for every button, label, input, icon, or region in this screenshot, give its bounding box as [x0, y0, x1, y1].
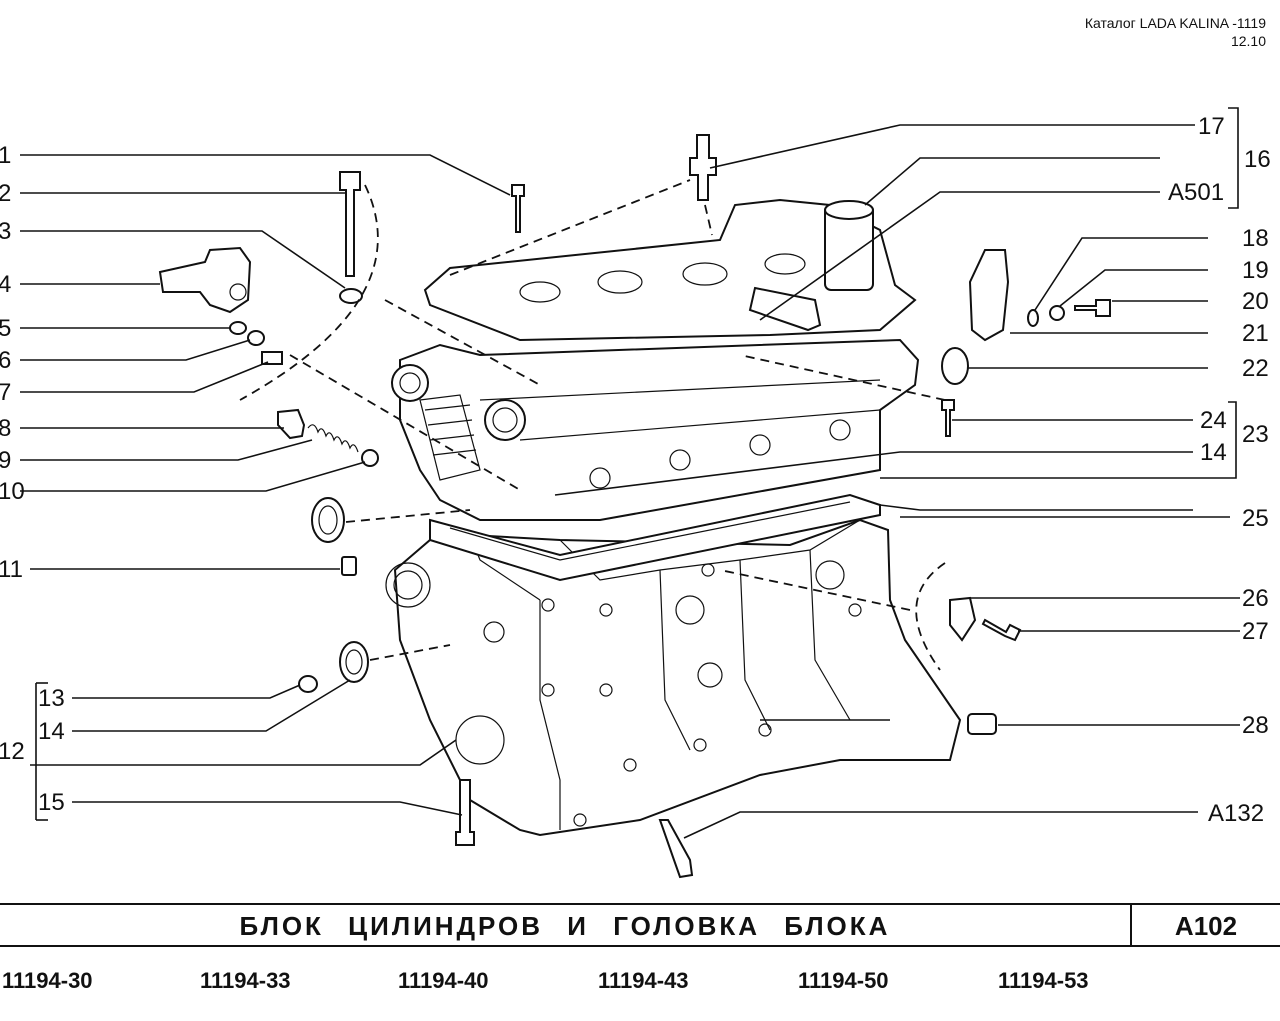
catalog-date: 12.10 — [1230, 33, 1266, 49]
model-codes-row: 11194-30 11194-33 11194-40 11194-43 1119… — [0, 968, 1280, 1000]
callout-11: 11 — [0, 556, 23, 583]
callout-14-right: 14 — [1200, 439, 1227, 466]
callout-22: 22 — [1242, 355, 1269, 382]
title-divider — [1130, 905, 1132, 945]
model-code: 11194-30 — [2, 968, 93, 993]
page-code: A102 — [1174, 911, 1238, 941]
exploded-parts-diagram: 1 2 3 4 5 6 7 8 9 10 11 12 13 14 15 17 1… — [0, 107, 1271, 879]
cylinder-head-illustration — [391, 338, 920, 521]
callout-23: 23 — [1242, 421, 1269, 448]
head-gasket-illustration — [429, 493, 881, 582]
callout-9: 9 — [0, 447, 11, 474]
callout-10: 10 — [0, 478, 25, 505]
callout-27: 27 — [1242, 618, 1269, 645]
callout-7: 7 — [0, 379, 11, 406]
callout-17: 17 — [1198, 113, 1225, 140]
callout-16: 16 — [1244, 146, 1271, 173]
callout-4: 4 — [0, 271, 11, 298]
callout-24: 24 — [1200, 407, 1227, 434]
cylinder-block-illustration — [385, 518, 962, 837]
assembly-lines — [239, 179, 946, 671]
callout-20: 20 — [1242, 288, 1269, 315]
callout-labels: 1 2 3 4 5 6 7 8 9 10 11 12 13 14 15 17 1… — [0, 113, 1271, 827]
callout-15: 15 — [38, 789, 65, 816]
callout-6: 6 — [0, 347, 11, 374]
model-code: 11194-33 — [200, 968, 291, 993]
callout-12: 12 — [0, 738, 25, 765]
callout-13: 13 — [38, 685, 65, 712]
callout-2: 2 — [0, 180, 11, 207]
title-bar: БЛОК ЦИЛИНДРОВ И ГОЛОВКА БЛОКА A102 — [0, 903, 1280, 947]
callout-25: 25 — [1242, 505, 1269, 532]
model-code: 11194-43 — [598, 968, 689, 993]
drawing-title: БЛОК ЦИЛИНДРОВ И ГОЛОВКА БЛОКА — [239, 911, 891, 941]
callout-19: 19 — [1242, 257, 1269, 284]
callout-a501: A501 — [1168, 179, 1224, 206]
callout-5: 5 — [0, 315, 11, 342]
cam-cover-illustration — [423, 198, 917, 342]
model-code: 11194-40 — [398, 968, 489, 993]
callout-a132: A132 — [1208, 800, 1264, 827]
callout-21: 21 — [1242, 320, 1269, 347]
model-code: 11194-53 — [998, 968, 1089, 993]
callout-3: 3 — [0, 218, 11, 245]
model-code: 11194-50 — [798, 968, 889, 993]
catalog-title: Каталог LADA KALINA -1119 — [1084, 15, 1266, 31]
callout-14-left: 14 — [38, 718, 65, 745]
callout-18: 18 — [1242, 225, 1269, 252]
callout-26: 26 — [1242, 585, 1269, 612]
leader-lines — [20, 107, 1240, 839]
callout-1: 1 — [0, 142, 11, 169]
callout-28: 28 — [1242, 712, 1269, 739]
small-parts — [158, 134, 1111, 879]
callout-8: 8 — [0, 415, 11, 442]
catalog-header: Каталог LADA KALINA -1119 12.10 — [1085, 14, 1266, 50]
